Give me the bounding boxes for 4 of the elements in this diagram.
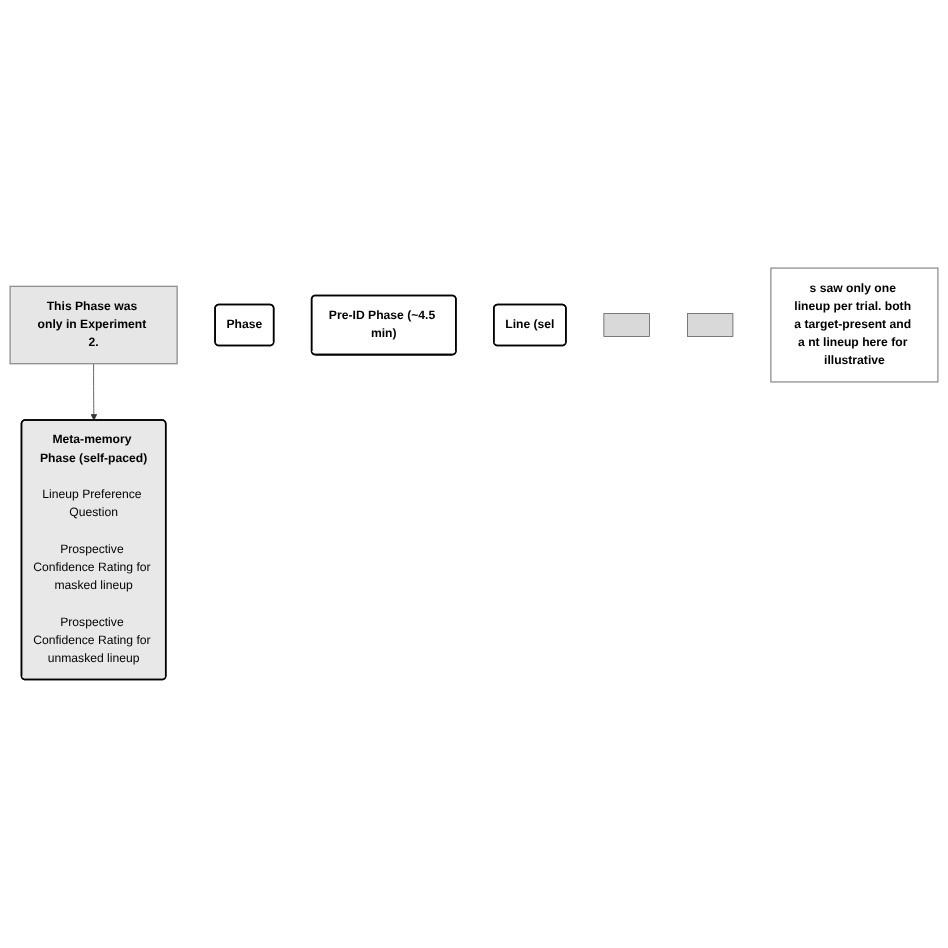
node-box xyxy=(603,313,650,337)
node-box xyxy=(770,267,939,383)
node-box xyxy=(687,313,734,337)
node-box xyxy=(9,285,178,365)
